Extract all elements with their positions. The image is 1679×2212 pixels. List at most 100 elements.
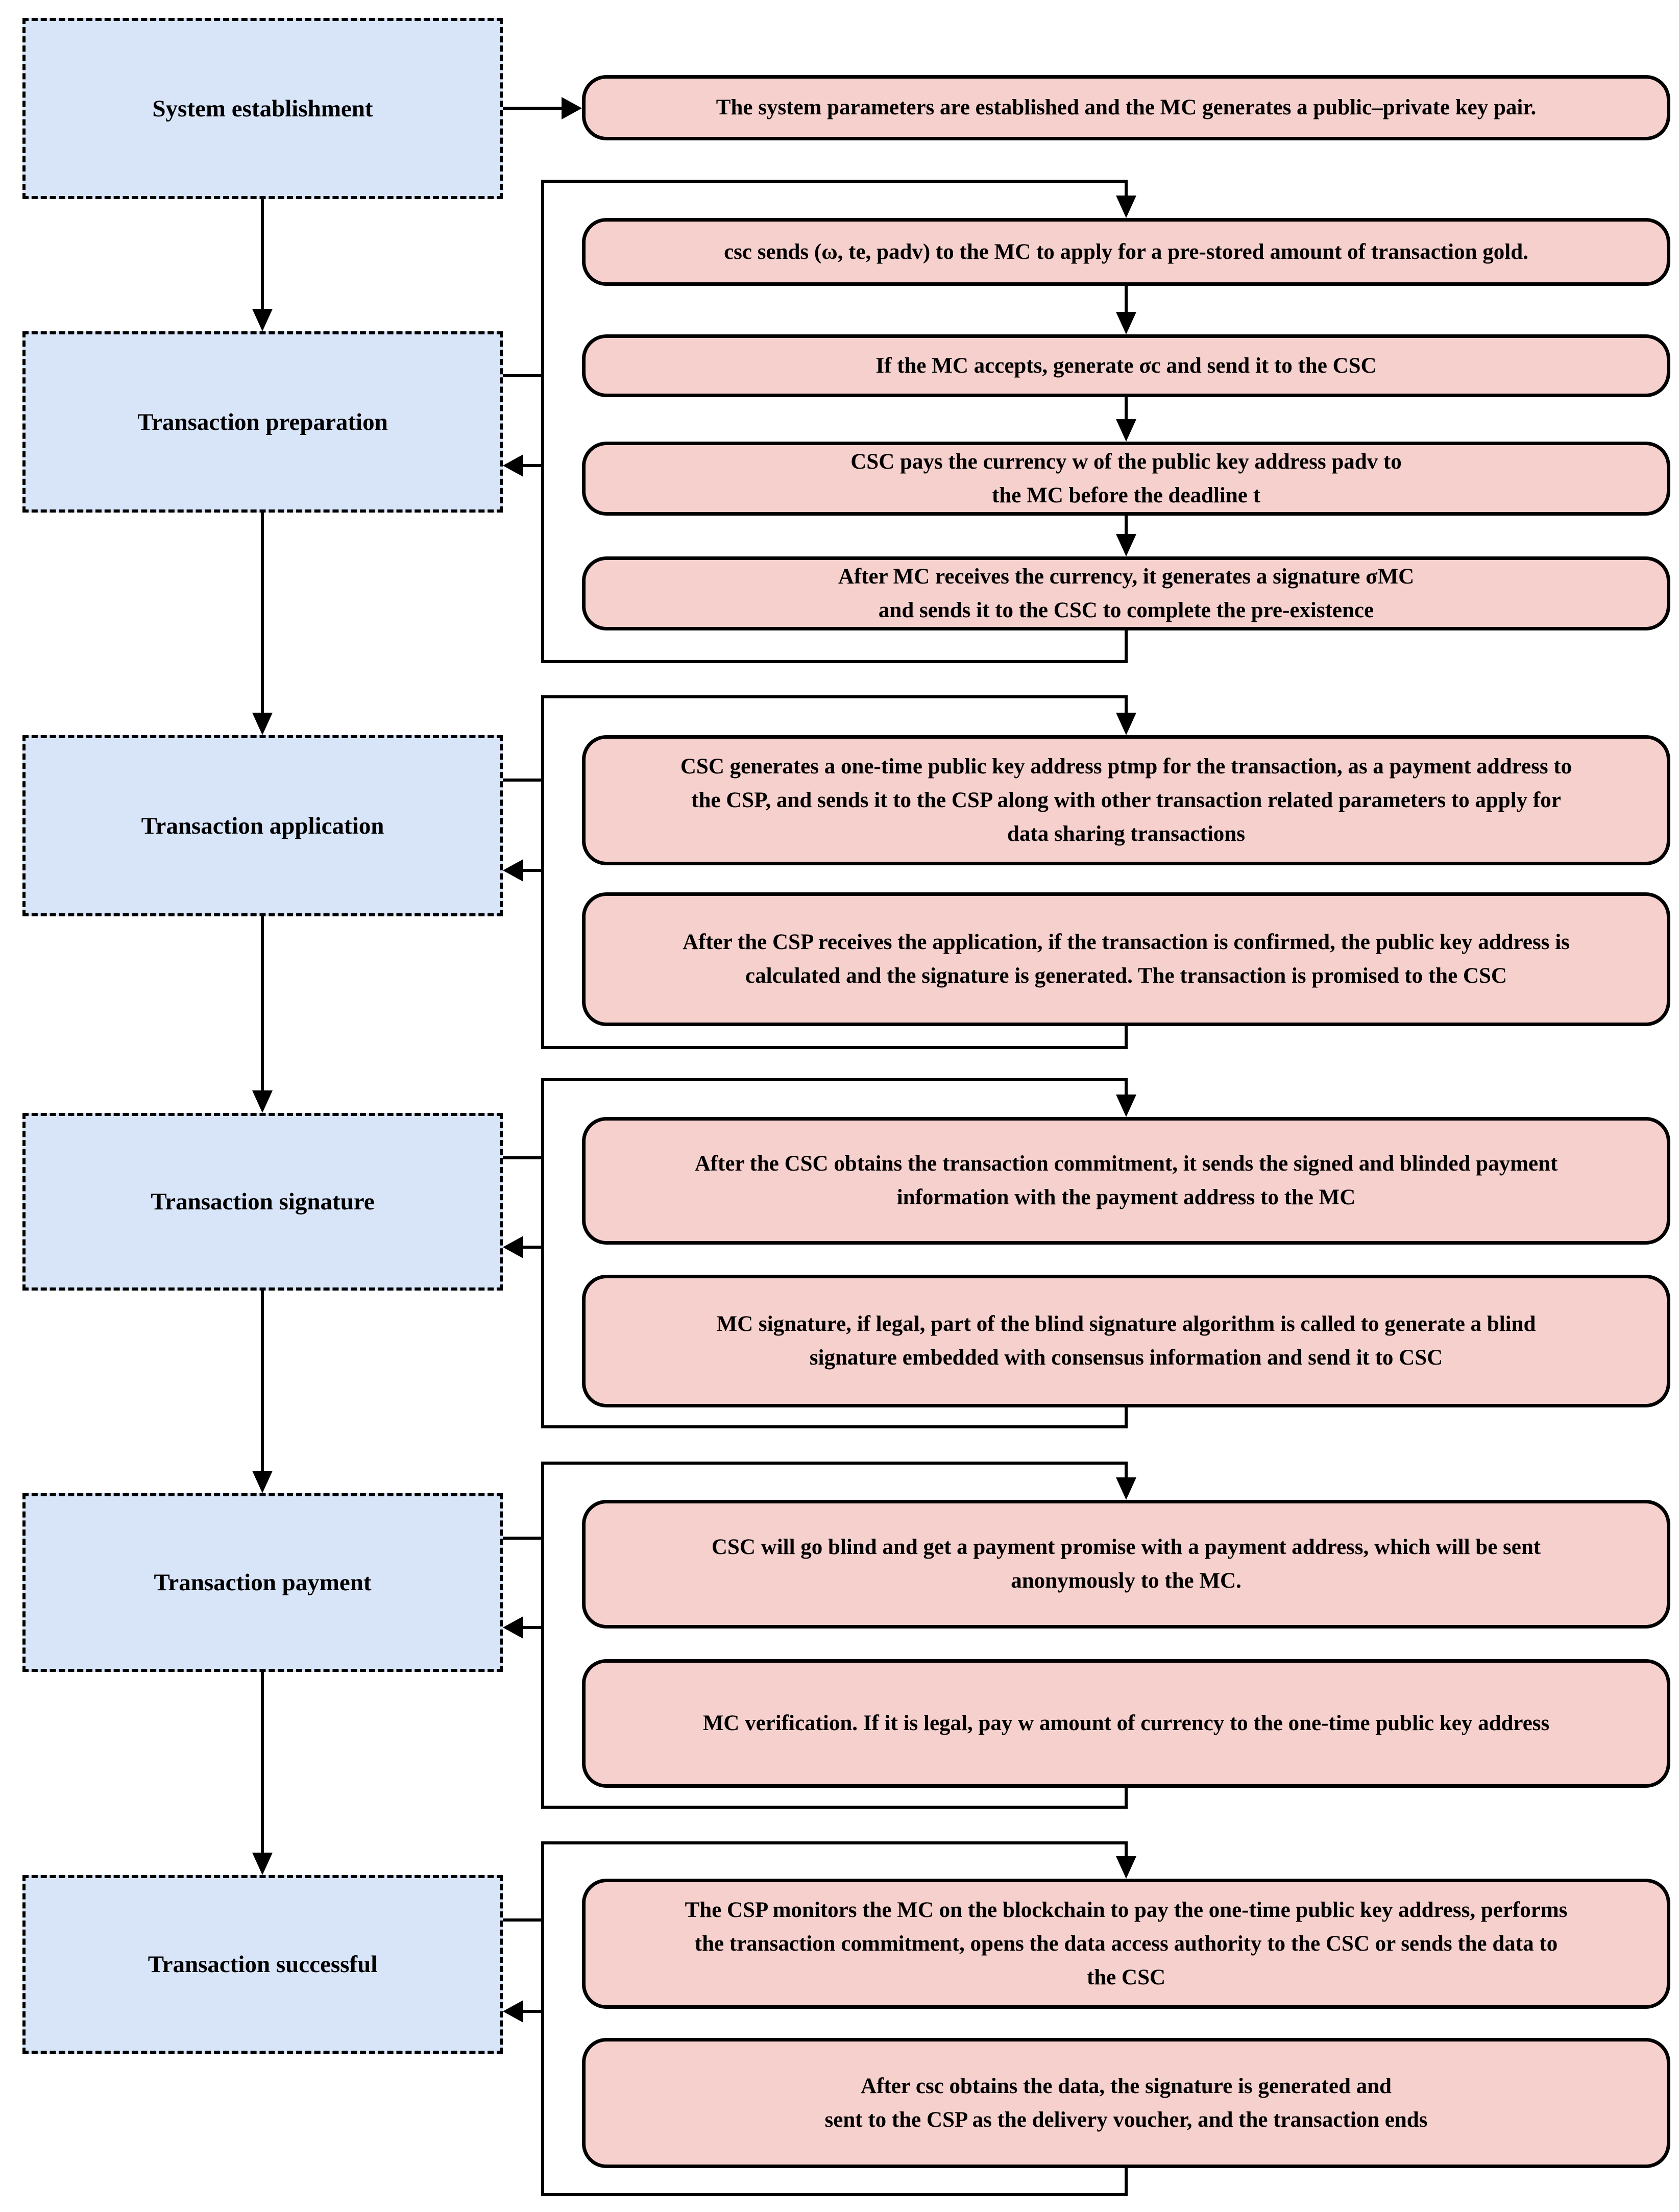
connector-stage4-out xyxy=(503,1156,544,1159)
arrowhead-left-stage5 xyxy=(503,1616,523,1639)
arrowhead-left-stage4 xyxy=(503,1236,523,1258)
connector-group5-bracket-bottom xyxy=(541,1806,1128,1809)
connector-group6-trunk xyxy=(541,1841,544,2196)
connector-stage3-out xyxy=(503,779,544,782)
connector-step7-return xyxy=(1125,1026,1128,1049)
connector-step11-return xyxy=(1125,1788,1128,1809)
arrowhead-down-step6 xyxy=(1116,713,1136,735)
connector-group2-bracket-bottom xyxy=(541,660,1128,663)
connector-stage3-stage4 xyxy=(261,916,264,1093)
step-box-7: After the CSP receives the application, … xyxy=(582,892,1670,1026)
connector-group3-trunk xyxy=(541,695,544,1049)
step-text: After the CSC obtains the transaction co… xyxy=(694,1152,1558,1209)
connector-step5-return xyxy=(1125,630,1128,663)
step-text: MC verification. If it is legal, pay w a… xyxy=(702,1711,1550,1735)
connector-stage2-out xyxy=(503,374,544,377)
arrowhead-down-step4 xyxy=(1116,419,1136,442)
step-text: CSC will go blind and get a payment prom… xyxy=(711,1535,1541,1593)
connector-into-step12 xyxy=(1125,1841,1128,1859)
connector-into-step6 xyxy=(1125,695,1128,716)
step-box-1: The system parameters are established an… xyxy=(582,75,1670,140)
connector-group2-bracket-top xyxy=(541,180,1128,183)
connector-into-step10 xyxy=(1125,1462,1128,1480)
stage-label: Transaction application xyxy=(141,812,384,839)
connector-group6-return xyxy=(521,2010,544,2013)
stage-label: Transaction successful xyxy=(148,1951,378,1978)
arrowhead-down-step10 xyxy=(1116,1477,1136,1500)
step-box-2: csc sends (ω, te, padv) to the MC to app… xyxy=(582,218,1670,286)
connector-stage1-step1 xyxy=(503,107,565,110)
stage-box-transaction-preparation: Transaction preparation xyxy=(22,331,503,513)
arrowhead-down-stage4 xyxy=(252,1090,273,1113)
connector-stage2-stage3 xyxy=(261,513,264,716)
arrowhead-down-stage5 xyxy=(252,1471,273,1493)
arrowhead-right-step1 xyxy=(562,97,582,119)
step-box-10: CSC will go blind and get a payment prom… xyxy=(582,1500,1670,1628)
stage-label: Transaction signature xyxy=(151,1188,375,1215)
connector-stage1-stage2 xyxy=(261,199,264,312)
connector-step2-step3 xyxy=(1125,286,1128,315)
step-text: After the CSP receives the application, … xyxy=(683,930,1570,988)
step-text: If the MC accepts, generate σc and send … xyxy=(875,353,1377,378)
step-box-13: After csc obtains the data, the signatur… xyxy=(582,2038,1670,2168)
stage-box-transaction-application: Transaction application xyxy=(22,735,503,916)
arrowhead-down-step8 xyxy=(1116,1095,1136,1117)
step-text: MC signature, if legal, part of the blin… xyxy=(716,1312,1536,1370)
connector-group4-bracket-top xyxy=(541,1078,1128,1081)
connector-group2-return xyxy=(521,464,544,467)
step-box-3: If the MC accepts, generate σc and send … xyxy=(582,334,1670,397)
stage-label: System establishment xyxy=(152,95,373,122)
arrowhead-down-step3 xyxy=(1116,312,1136,334)
connector-stage5-out xyxy=(503,1537,544,1540)
stage-box-transaction-payment: Transaction payment xyxy=(22,1493,503,1672)
step-text: The system parameters are established an… xyxy=(716,95,1537,119)
connector-stage4-stage5 xyxy=(261,1291,264,1474)
stage-box-transaction-signature: Transaction signature xyxy=(22,1113,503,1291)
connector-group6-bracket-top xyxy=(541,1841,1128,1844)
connector-group5-trunk xyxy=(541,1462,544,1809)
connector-group4-trunk xyxy=(541,1078,544,1428)
step-box-4: CSC pays the currency w of the public ke… xyxy=(582,442,1670,516)
arrowhead-down-stage3 xyxy=(252,713,273,735)
connector-group4-return xyxy=(521,1246,544,1249)
connector-step3-step4 xyxy=(1125,397,1128,422)
step-text: The CSP monitors the MC on the blockchai… xyxy=(685,1898,1568,1989)
step-text: After MC receives the currency, it gener… xyxy=(838,564,1415,622)
arrowhead-down-stage2 xyxy=(252,309,273,331)
connector-step13-return xyxy=(1125,2168,1128,2196)
step-box-12: The CSP monitors the MC on the blockchai… xyxy=(582,1879,1670,2009)
connector-group4-bracket-bottom xyxy=(541,1425,1128,1428)
connector-stage6-out xyxy=(503,1918,544,1922)
connector-group3-bracket-bottom xyxy=(541,1046,1128,1049)
stage-label: Transaction preparation xyxy=(137,408,388,435)
stage-label: Transaction payment xyxy=(154,1569,372,1596)
connector-step9-return xyxy=(1125,1407,1128,1428)
step-box-6: CSC generates a one-time public key addr… xyxy=(582,735,1670,865)
arrowhead-left-stage2 xyxy=(503,454,523,477)
step-box-5: After MC receives the currency, it gener… xyxy=(582,556,1670,630)
connector-group5-bracket-top xyxy=(541,1462,1128,1465)
connector-group5-return xyxy=(521,1626,544,1629)
step-text: csc sends (ω, te, padv) to the MC to app… xyxy=(724,239,1528,264)
step-text: After csc obtains the data, the signatur… xyxy=(824,2074,1428,2132)
connector-group2-trunk xyxy=(541,180,544,663)
connector-into-step2 xyxy=(1125,180,1128,199)
arrowhead-down-step5 xyxy=(1116,534,1136,556)
step-text: CSC pays the currency w of the public ke… xyxy=(850,449,1402,507)
step-box-9: MC signature, if legal, part of the blin… xyxy=(582,1275,1670,1407)
stage-box-system-establishment: System establishment xyxy=(22,18,503,199)
step-box-11: MC verification. If it is legal, pay w a… xyxy=(582,1659,1670,1788)
arrowhead-down-step2 xyxy=(1116,196,1136,218)
arrowhead-down-stage6 xyxy=(252,1853,273,1875)
connector-group3-return xyxy=(521,869,544,872)
connector-into-step8 xyxy=(1125,1078,1128,1098)
arrowhead-left-stage6 xyxy=(503,2000,523,2023)
connector-group6-bracket-bottom xyxy=(541,2193,1128,2196)
step-text: CSC generates a one-time public key addr… xyxy=(680,754,1572,846)
arrowhead-down-step12 xyxy=(1116,1856,1136,1879)
arrowhead-left-stage3 xyxy=(503,859,523,882)
step-box-8: After the CSC obtains the transaction co… xyxy=(582,1117,1670,1245)
connector-stage5-stage6 xyxy=(261,1672,264,1856)
stage-box-transaction-successful: Transaction successful xyxy=(22,1875,503,2054)
